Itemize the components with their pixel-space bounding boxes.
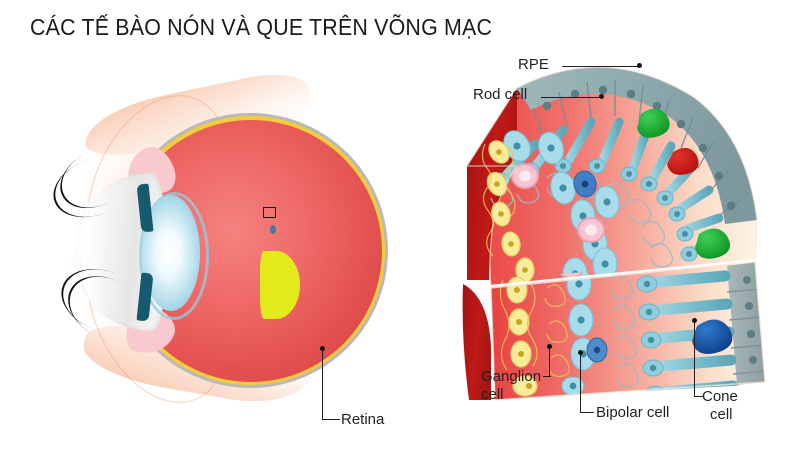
label-ganglion-cell-line2: cell bbox=[481, 386, 504, 403]
anterior-chamber-cutout bbox=[14, 113, 86, 273]
label-cone-cell-line2: cell bbox=[710, 406, 733, 423]
retina-cross-section bbox=[455, 48, 800, 448]
rod-leader-dot bbox=[599, 94, 604, 99]
cone-leader-dot bbox=[692, 318, 697, 323]
bipolar-leader-dot bbox=[578, 350, 583, 355]
label-retina: Retina bbox=[341, 411, 385, 428]
ganglion-cells-top bbox=[481, 140, 535, 283]
bipolar-leader-line bbox=[580, 354, 582, 413]
ganglion-leader-dot bbox=[547, 344, 552, 349]
cone-cell-green bbox=[695, 228, 731, 259]
bipolar-leader-elbow bbox=[581, 412, 594, 414]
cone-cell-blue bbox=[692, 319, 733, 354]
rpe-cell-borders bbox=[532, 80, 742, 215]
cornea-highlight bbox=[82, 185, 108, 315]
label-rod-cell: Rod cell bbox=[473, 86, 528, 103]
retina-leader-line bbox=[322, 350, 324, 420]
retina-callout-box bbox=[263, 207, 276, 218]
rpe-leader-line bbox=[562, 66, 638, 68]
rpe-layer-top bbox=[517, 67, 757, 224]
rpe-leader-dot bbox=[637, 63, 642, 68]
retina-cells-top bbox=[481, 80, 742, 291]
fovea-marker bbox=[270, 225, 276, 234]
ganglion-cells-bottom bbox=[499, 276, 570, 397]
page-title: CÁC TẾ BÀO NÓN VÀ QUE TRÊN VÕNG MẠC bbox=[30, 14, 493, 40]
retina-wedge-svg bbox=[462, 66, 766, 401]
cone-cell-green bbox=[637, 108, 670, 138]
bottom-slab-outline bbox=[490, 261, 766, 401]
retina-leader-elbow bbox=[322, 419, 340, 421]
label-rpe: RPE bbox=[518, 56, 549, 73]
cone-cell-red bbox=[667, 147, 699, 175]
rod-leader-line bbox=[541, 97, 601, 99]
rpe-layer-bottom bbox=[727, 262, 765, 385]
ganglion-leader-line bbox=[549, 348, 551, 377]
slab-seam bbox=[490, 258, 758, 288]
optic-nerve bbox=[260, 251, 300, 319]
horizontal-cells bbox=[511, 163, 605, 243]
label-bipolar-cell: Bipolar cell bbox=[596, 404, 670, 421]
label-cone-cell: Cone bbox=[702, 388, 738, 405]
rpe-nuclei bbox=[542, 85, 736, 211]
retina-leader-dot bbox=[320, 346, 325, 351]
label-ganglion-cell: Ganglion bbox=[481, 368, 542, 385]
top-slab-outline bbox=[465, 66, 758, 289]
cone-leader-elbow bbox=[694, 396, 703, 398]
cone-leader-line bbox=[694, 322, 696, 397]
inner-face-bottom bbox=[462, 284, 491, 400]
eye-diagram bbox=[14, 55, 420, 445]
lens-capsule bbox=[139, 192, 209, 320]
ganglion-leader-elbow bbox=[543, 376, 551, 378]
